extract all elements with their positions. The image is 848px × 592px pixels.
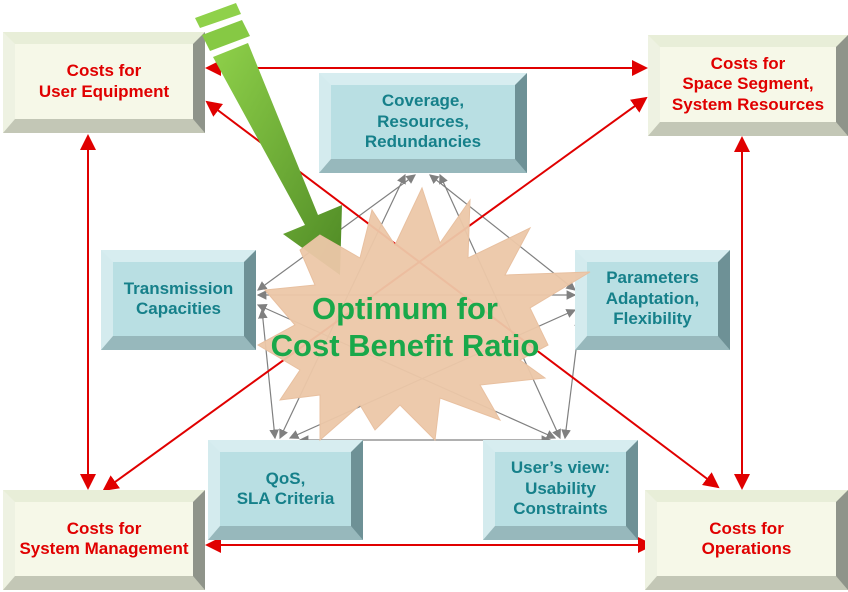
optimum-label: Optimum for Cost Benefit Ratio xyxy=(270,291,540,364)
costs-user-equipment-box: Costs for User Equipment xyxy=(3,32,205,133)
starburst-shape xyxy=(256,186,591,442)
costs-operations-box: Costs for Operations xyxy=(645,490,848,590)
costs-space-segment-box: Costs for Space Segment, System Resource… xyxy=(648,35,848,136)
users-view-box: User’s view: Usability Constraints xyxy=(483,440,638,540)
green-arrow-icon xyxy=(195,3,342,275)
coverage-box: Coverage, Resources, Redundancies xyxy=(319,73,527,173)
qos-box: QoS, SLA Criteria xyxy=(208,440,363,540)
costs-system-management-box: Costs for System Management xyxy=(3,490,205,590)
transmission-box: Transmission Capacities xyxy=(101,250,256,350)
